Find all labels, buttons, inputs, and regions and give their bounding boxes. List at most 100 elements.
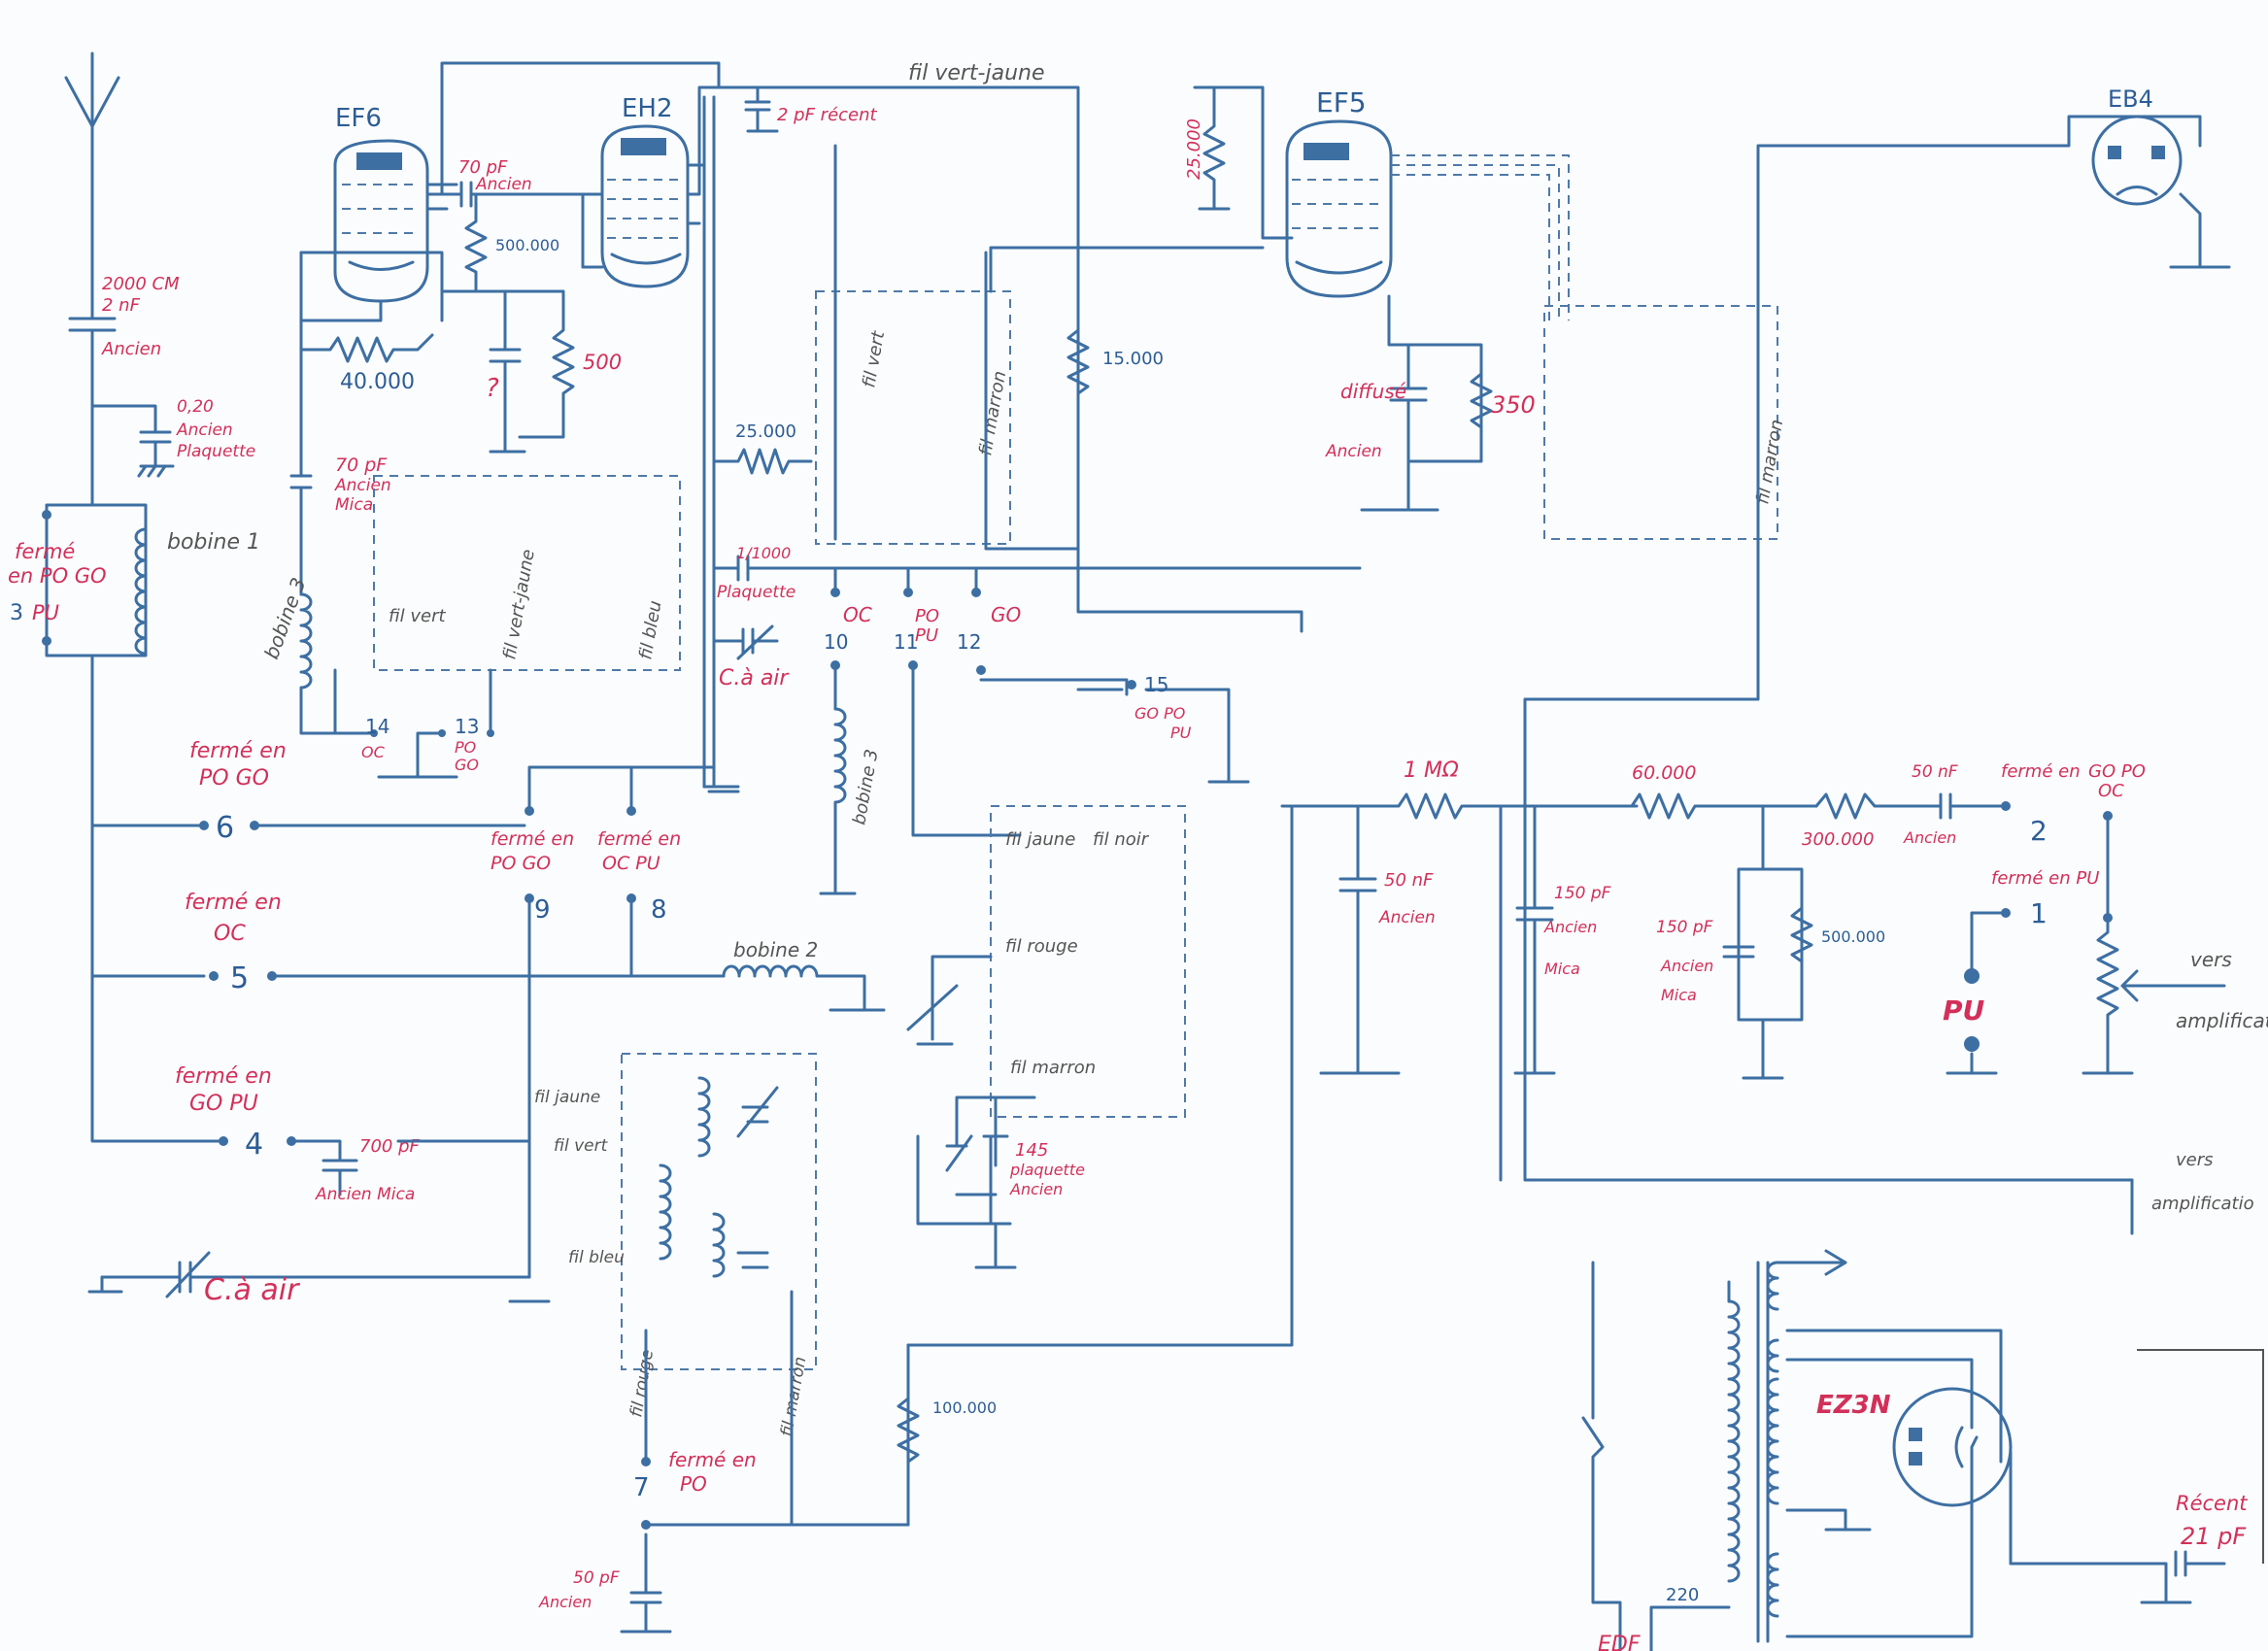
label-c50nf-amp-note: Ancien <box>1903 828 1956 847</box>
label-switch-15-band2: PU <box>1170 724 1192 742</box>
label-switch-9-line2: PO GO <box>491 853 551 874</box>
coil-bobine-1: bobine 1 fermé en PO GO 3 PU <box>8 503 260 657</box>
label-fil-jaune-a: fil jaune <box>1005 829 1075 850</box>
coil-stack <box>659 1076 726 1278</box>
label-c-diffuse-note: Ancien <box>1325 442 1382 461</box>
label-switch-3-line2: en PO GO <box>8 564 107 588</box>
ez3n-wiring <box>1785 1329 2003 1638</box>
switch-14-13: 14 OC 13 PO GO <box>333 668 494 779</box>
resistor-25000-mid: 25.000 <box>712 421 813 475</box>
variable-capacitor-lower-a <box>906 955 993 1046</box>
label-fil-marron-a: fil marron <box>975 369 1010 456</box>
tube-ef6: EF6 <box>333 104 429 303</box>
label-c-air-top: C.à air <box>719 666 790 691</box>
potentiometer-volume: vers amplificat <box>2082 814 2268 1075</box>
tube-eb4-label: EB4 <box>2108 85 2153 113</box>
capacitor-diffuse: diffusé Ancien <box>1325 294 1483 512</box>
label-pu-jack: PU <box>1943 994 1985 1027</box>
filter-capacitor <box>2009 1450 2226 1604</box>
power-transformer: 220 EDF <box>1581 1249 1847 1651</box>
dashed-shield-right <box>1543 305 1778 540</box>
coil-bobine-3-left: bobine 3 <box>259 575 347 735</box>
label-bobine-1: bobine 1 <box>167 530 260 555</box>
label-c145-value: 145 <box>1015 1140 1048 1161</box>
label-r25000-mid: 25.000 <box>735 421 796 442</box>
middle-wires <box>833 144 1080 551</box>
resistor-15000: 15.000 <box>1066 246 1303 633</box>
label-fil-rouge-b: fil rouge <box>626 1348 658 1419</box>
label-c70-mica-value: 70 pF <box>335 455 388 476</box>
label-switch-4-line2: GO PU <box>189 1092 258 1116</box>
label-fil-jaune-b: fil jaune <box>534 1088 600 1107</box>
label-switch-6-line1: fermé en <box>189 739 287 763</box>
lower-left-wires <box>396 1139 551 1303</box>
label-switch-2-line1: fermé en <box>2001 761 2081 782</box>
dashed-shield-coils <box>621 1053 817 1370</box>
label-switch-11-band1: PO <box>915 606 939 626</box>
switch-4: fermé en GO PU 4 700 pF Ancien Mica <box>175 1064 421 1204</box>
eh2-wiring <box>581 85 721 269</box>
tube-ef6-label: EF6 <box>335 104 382 133</box>
coil-bobine-3-mid: bobine 3 <box>819 663 883 895</box>
label-switch-13-band2: GO <box>455 756 479 774</box>
antenna <box>64 51 120 308</box>
label-r100000: 100.000 <box>932 1398 997 1417</box>
label-question-mark: ? <box>486 374 499 403</box>
capacitor-50nf-amp: 50 nF Ancien <box>1903 762 2003 847</box>
label-switch-13-band1: PO <box>455 738 476 757</box>
capacitor-50nf-mid: 50 nF Ancien <box>1319 804 1436 1075</box>
label-switch-1-number: 1 <box>2030 897 2048 929</box>
eb4-wiring <box>1523 115 2231 1182</box>
resistor-500000-top: 500.000 <box>464 192 559 293</box>
label-switch-2-line2: GO PO <box>2088 761 2146 782</box>
switch-6: fermé en PO GO 6 <box>189 739 526 845</box>
capacitor-145: 145 plaquette Ancien <box>916 1095 1085 1269</box>
variable-capacitor-bottom-left: C.à air <box>87 1251 531 1307</box>
label-fil-vert-jaune-b: fil vert-jaune <box>499 548 539 661</box>
label-switch-5-line2: OC <box>214 922 246 946</box>
resistor-300000: 300.000 <box>1802 792 1935 850</box>
label-c150-b-type: Mica <box>1661 986 1697 1004</box>
label-c70-mica-type: Mica <box>335 495 373 515</box>
capacitor-020: 0,20 Ancien Plaquette <box>90 397 255 478</box>
label-c50nf-mid-value: 50 nF <box>1384 870 1434 891</box>
label-bobine-2: bobine 2 <box>733 938 818 961</box>
label-switch-6-line2: PO GO <box>199 766 269 791</box>
audio-junction <box>1499 804 1639 1182</box>
switch-9-8: fermé en PO GO 9 fermé en OC PU 8 <box>491 95 716 1279</box>
label-c020-note: Ancien <box>176 421 233 440</box>
variable-capacitor-top: C.à air <box>712 624 790 691</box>
dashed-shield-lower <box>990 805 1186 1118</box>
ground-eh2 <box>702 785 740 793</box>
label-switch-8-number: 8 <box>651 895 667 925</box>
label-switch-12-number: 12 <box>957 630 981 654</box>
label-switch-4-line1: fermé en <box>175 1064 272 1089</box>
label-switch-1-line1: fermé en PU <box>1991 868 2099 889</box>
label-c150-a-type: Mica <box>1544 960 1580 978</box>
tube-ez3n-label: EZ3N <box>1816 1391 1891 1420</box>
label-switch-8-line2: OC PU <box>602 853 660 874</box>
pu-jack: PU <box>1943 968 1998 1075</box>
label-c21-value: 21 pF <box>2181 1523 2247 1550</box>
capacitor-150-a: 150 pF Ancien Mica <box>1513 804 1611 1075</box>
tube-eh2: EH2 <box>600 94 690 288</box>
label-switch-7-line2: PO <box>680 1472 707 1496</box>
label-c50nf-mid-note: Ancien <box>1378 908 1436 927</box>
label-fil-vert-c: fil vert <box>554 1136 609 1156</box>
label-c2pf: 2 pF récent <box>777 105 878 125</box>
label-switch-11-number: 11 <box>894 630 918 654</box>
label-bobine-3-left: bobine 3 <box>259 575 310 662</box>
label-c50pf-note: Ancien <box>538 1593 592 1611</box>
resistor-60000: 60.000 <box>1533 762 1818 820</box>
label-c21-note: Récent <box>2176 1492 2248 1515</box>
label-c150-b-value: 150 pF <box>1656 918 1713 937</box>
resistor-40000: 40.000 <box>299 333 434 394</box>
capacitor-2000: 2000 CM 2 nF Ancien <box>68 274 180 507</box>
label-c-air-bottom: C.à air <box>204 1273 300 1307</box>
label-switch-5-line1: fermé en <box>185 891 282 915</box>
ef6-grid-lead <box>289 251 313 596</box>
left-bus <box>90 654 220 1143</box>
label-switch-3-number: 3 <box>10 601 23 625</box>
rc-network-mid: 150 pF Ancien Mica 500.000 <box>1656 804 1885 1080</box>
capacitor-70-mica: 70 pF Ancien Mica <box>334 455 391 515</box>
